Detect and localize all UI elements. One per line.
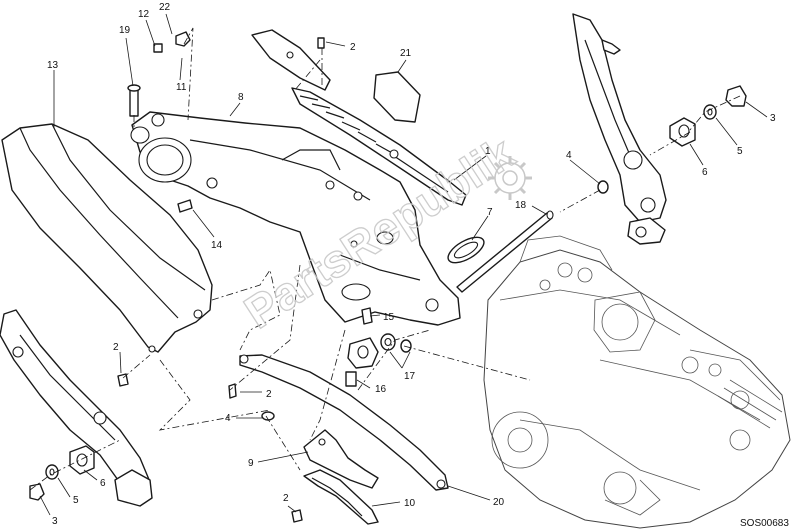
callout-2-top: 2 xyxy=(350,42,356,53)
callout-10: 10 xyxy=(404,498,416,509)
callout-11: 11 xyxy=(176,82,187,93)
callout-16: 16 xyxy=(375,384,387,395)
drawing-code: SOS00683 xyxy=(740,518,789,529)
leader-lines xyxy=(39,13,768,516)
callout-2-left: 2 xyxy=(113,342,119,353)
swingarm xyxy=(130,111,461,326)
callout-14: 14 xyxy=(211,240,223,251)
callout-5-left: 5 xyxy=(73,495,79,506)
callout-4-left: 4 xyxy=(225,413,231,424)
callout-18: 18 xyxy=(515,200,527,211)
callout-13: 13 xyxy=(47,60,59,71)
lower-guard-9 xyxy=(303,429,379,489)
upper-chain-guard xyxy=(251,29,331,91)
callout-21: 21 xyxy=(400,48,412,59)
callout-12: 12 xyxy=(138,9,150,20)
gear-icon xyxy=(488,156,532,200)
callout-19: 19 xyxy=(119,25,131,36)
callout-1: 1 xyxy=(485,146,491,157)
callout-labels: 13 19 12 22 11 8 2 21 1 4 18 7 3 5 6 14 … xyxy=(47,2,776,527)
callout-3-right: 3 xyxy=(770,113,776,124)
callout-4-right: 4 xyxy=(566,150,572,161)
chain-guard xyxy=(291,87,467,206)
sticker-plate xyxy=(373,71,421,123)
right-footrest-bracket xyxy=(572,13,667,245)
callout-6-right: 6 xyxy=(702,167,708,178)
callout-2-bottom: 2 xyxy=(283,493,289,504)
callout-5-right: 5 xyxy=(737,146,743,157)
callout-9: 9 xyxy=(248,458,254,469)
callout-8: 8 xyxy=(238,92,244,103)
seal-ring xyxy=(447,236,485,264)
callout-15: 15 xyxy=(383,312,395,323)
callout-20: 20 xyxy=(493,497,505,508)
callout-7: 7 xyxy=(487,207,493,218)
callout-22: 22 xyxy=(159,2,171,13)
rear-mudguard xyxy=(1,123,213,353)
lower-guard-10 xyxy=(303,469,379,525)
left-bushing-set xyxy=(29,445,95,501)
engine-block xyxy=(483,235,791,529)
hardware-bolts xyxy=(117,31,412,523)
pivot-shaft xyxy=(456,210,554,293)
left-footrest-bracket xyxy=(0,309,153,507)
assembly-lines xyxy=(29,27,741,491)
callout-6-left: 6 xyxy=(100,478,106,489)
callout-2-mid: 2 xyxy=(266,389,272,400)
callout-17: 17 xyxy=(404,371,416,382)
callout-3-left: 3 xyxy=(52,516,58,527)
